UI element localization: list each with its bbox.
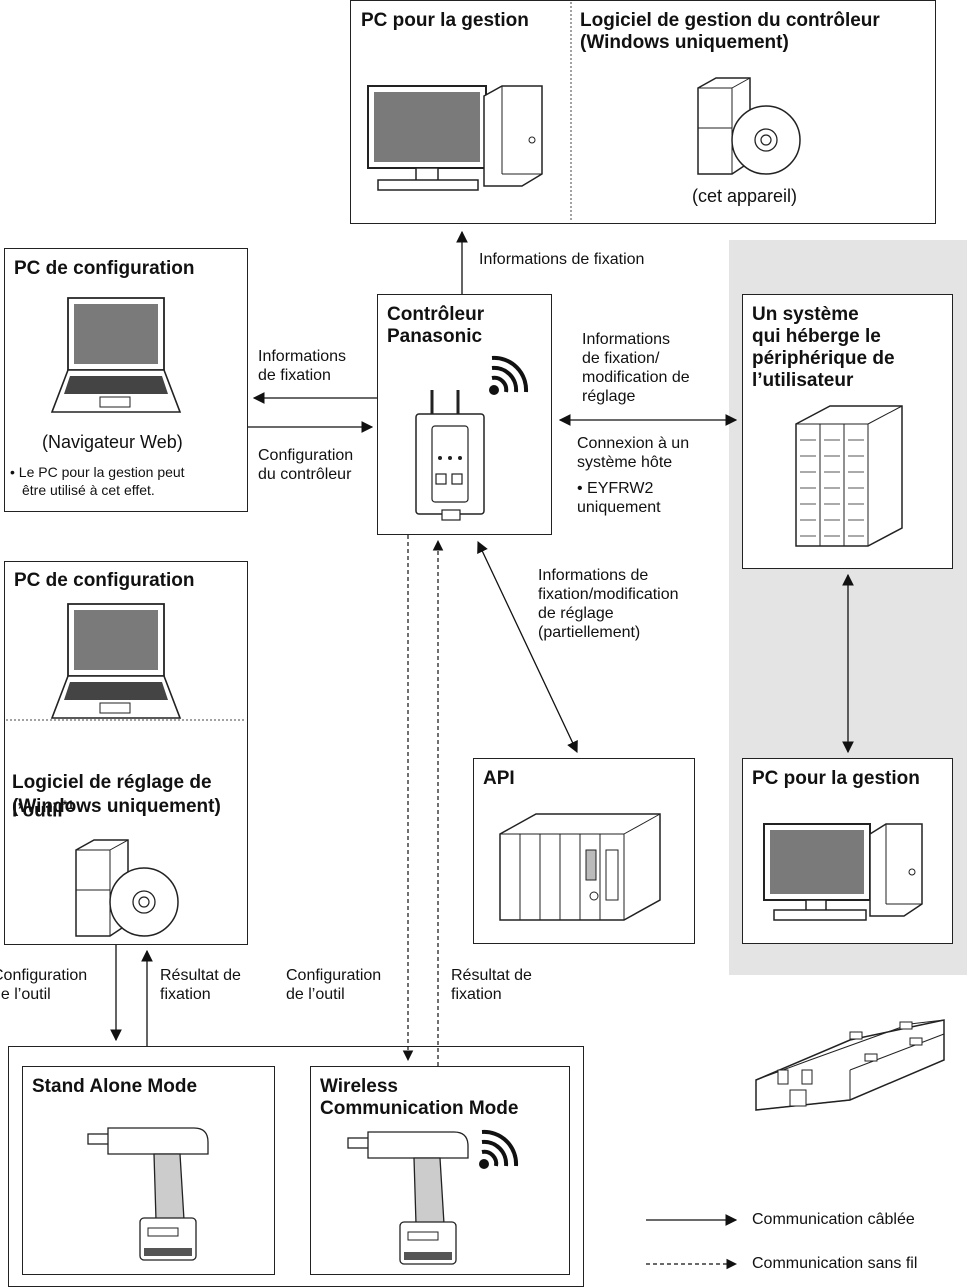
top-software-caption: (cet appareil): [692, 186, 798, 206]
legend-wireless-label: Communication sans fil: [752, 1255, 918, 1272]
config-pc-top-caption: (Navigateur Web): [42, 432, 183, 452]
desktop-computer-icon: [763, 823, 923, 921]
impact-wrench-icon: [87, 1127, 209, 1261]
laptop-icon: [50, 603, 182, 719]
result-label-1: Résultat de fixation: [160, 967, 241, 1003]
top-right-title: Logiciel de gestion du contrôleur (Windo…: [580, 10, 880, 53]
legend-wired-label: Communication câblée: [752, 1211, 915, 1228]
software-package-icon: [697, 77, 801, 175]
host-connection-bullet: • EYFRW2 uniquement: [577, 480, 661, 516]
tool-software-subtitle: (Windows uniquement): [12, 796, 221, 817]
controller-device-icon: [415, 390, 485, 521]
wifi-icon: [479, 1129, 519, 1169]
info-fix-left-label: Informations de fixation: [258, 348, 347, 384]
info-modif-right-label: Informations de fixation/ modification d…: [582, 331, 690, 405]
wifi-icon: [489, 355, 529, 395]
host-connection-label: Connexion à un système hôte: [577, 435, 690, 471]
tool-config-label-2: Configuration de l’outil: [286, 967, 382, 1003]
standalone-title: Stand Alone Mode: [32, 1076, 198, 1097]
info-modif-partial-label: Informations de fixation/modification de…: [538, 567, 679, 641]
info-fix-top-label: Informations de fixation: [479, 251, 645, 268]
wireless-title: Wireless Communication Mode: [320, 1076, 519, 1119]
software-package-icon: [75, 839, 179, 937]
server-rack-icon: [795, 405, 903, 547]
laptop-icon: [50, 297, 182, 413]
host-system-title: Un système qui héberge le périphérique d…: [752, 304, 895, 391]
config-pc-top-note: • Le PC pour la gestion peut être utilis…: [10, 463, 185, 499]
tool-config-label-1: Configuration de l’outil: [0, 967, 88, 1003]
result-label-2: Résultat de fixation: [451, 967, 532, 1003]
top-left-title: PC pour la gestion: [361, 10, 529, 31]
config-pc-bottom-title: PC de configuration: [14, 570, 195, 591]
bullet: •: [10, 464, 15, 480]
footnote-marker: *1: [62, 798, 74, 812]
tool-software-title-text: Logiciel de réglage de l’outil: [12, 772, 212, 822]
config-pc-top-note-line2: être utilisé à cet effet.: [22, 482, 155, 498]
plc-icon: [499, 813, 661, 921]
config-pc-top-note-line1: Le PC pour la gestion peut: [18, 464, 185, 480]
tool-software-title: Logiciel de réglage de l’outil*1: [12, 750, 212, 822]
impact-wrench-icon: [347, 1131, 469, 1265]
api-title: API: [483, 768, 515, 789]
controller-title: Contrôleur Panasonic: [387, 304, 485, 347]
config-pc-top-title: PC de configuration: [14, 258, 195, 279]
desktop-computer-icon: [367, 85, 543, 191]
factory-building-icon: [755, 1019, 945, 1111]
management-pc-right-title: PC pour la gestion: [752, 768, 920, 789]
config-controller-label: Configuration du contrôleur: [258, 447, 354, 483]
